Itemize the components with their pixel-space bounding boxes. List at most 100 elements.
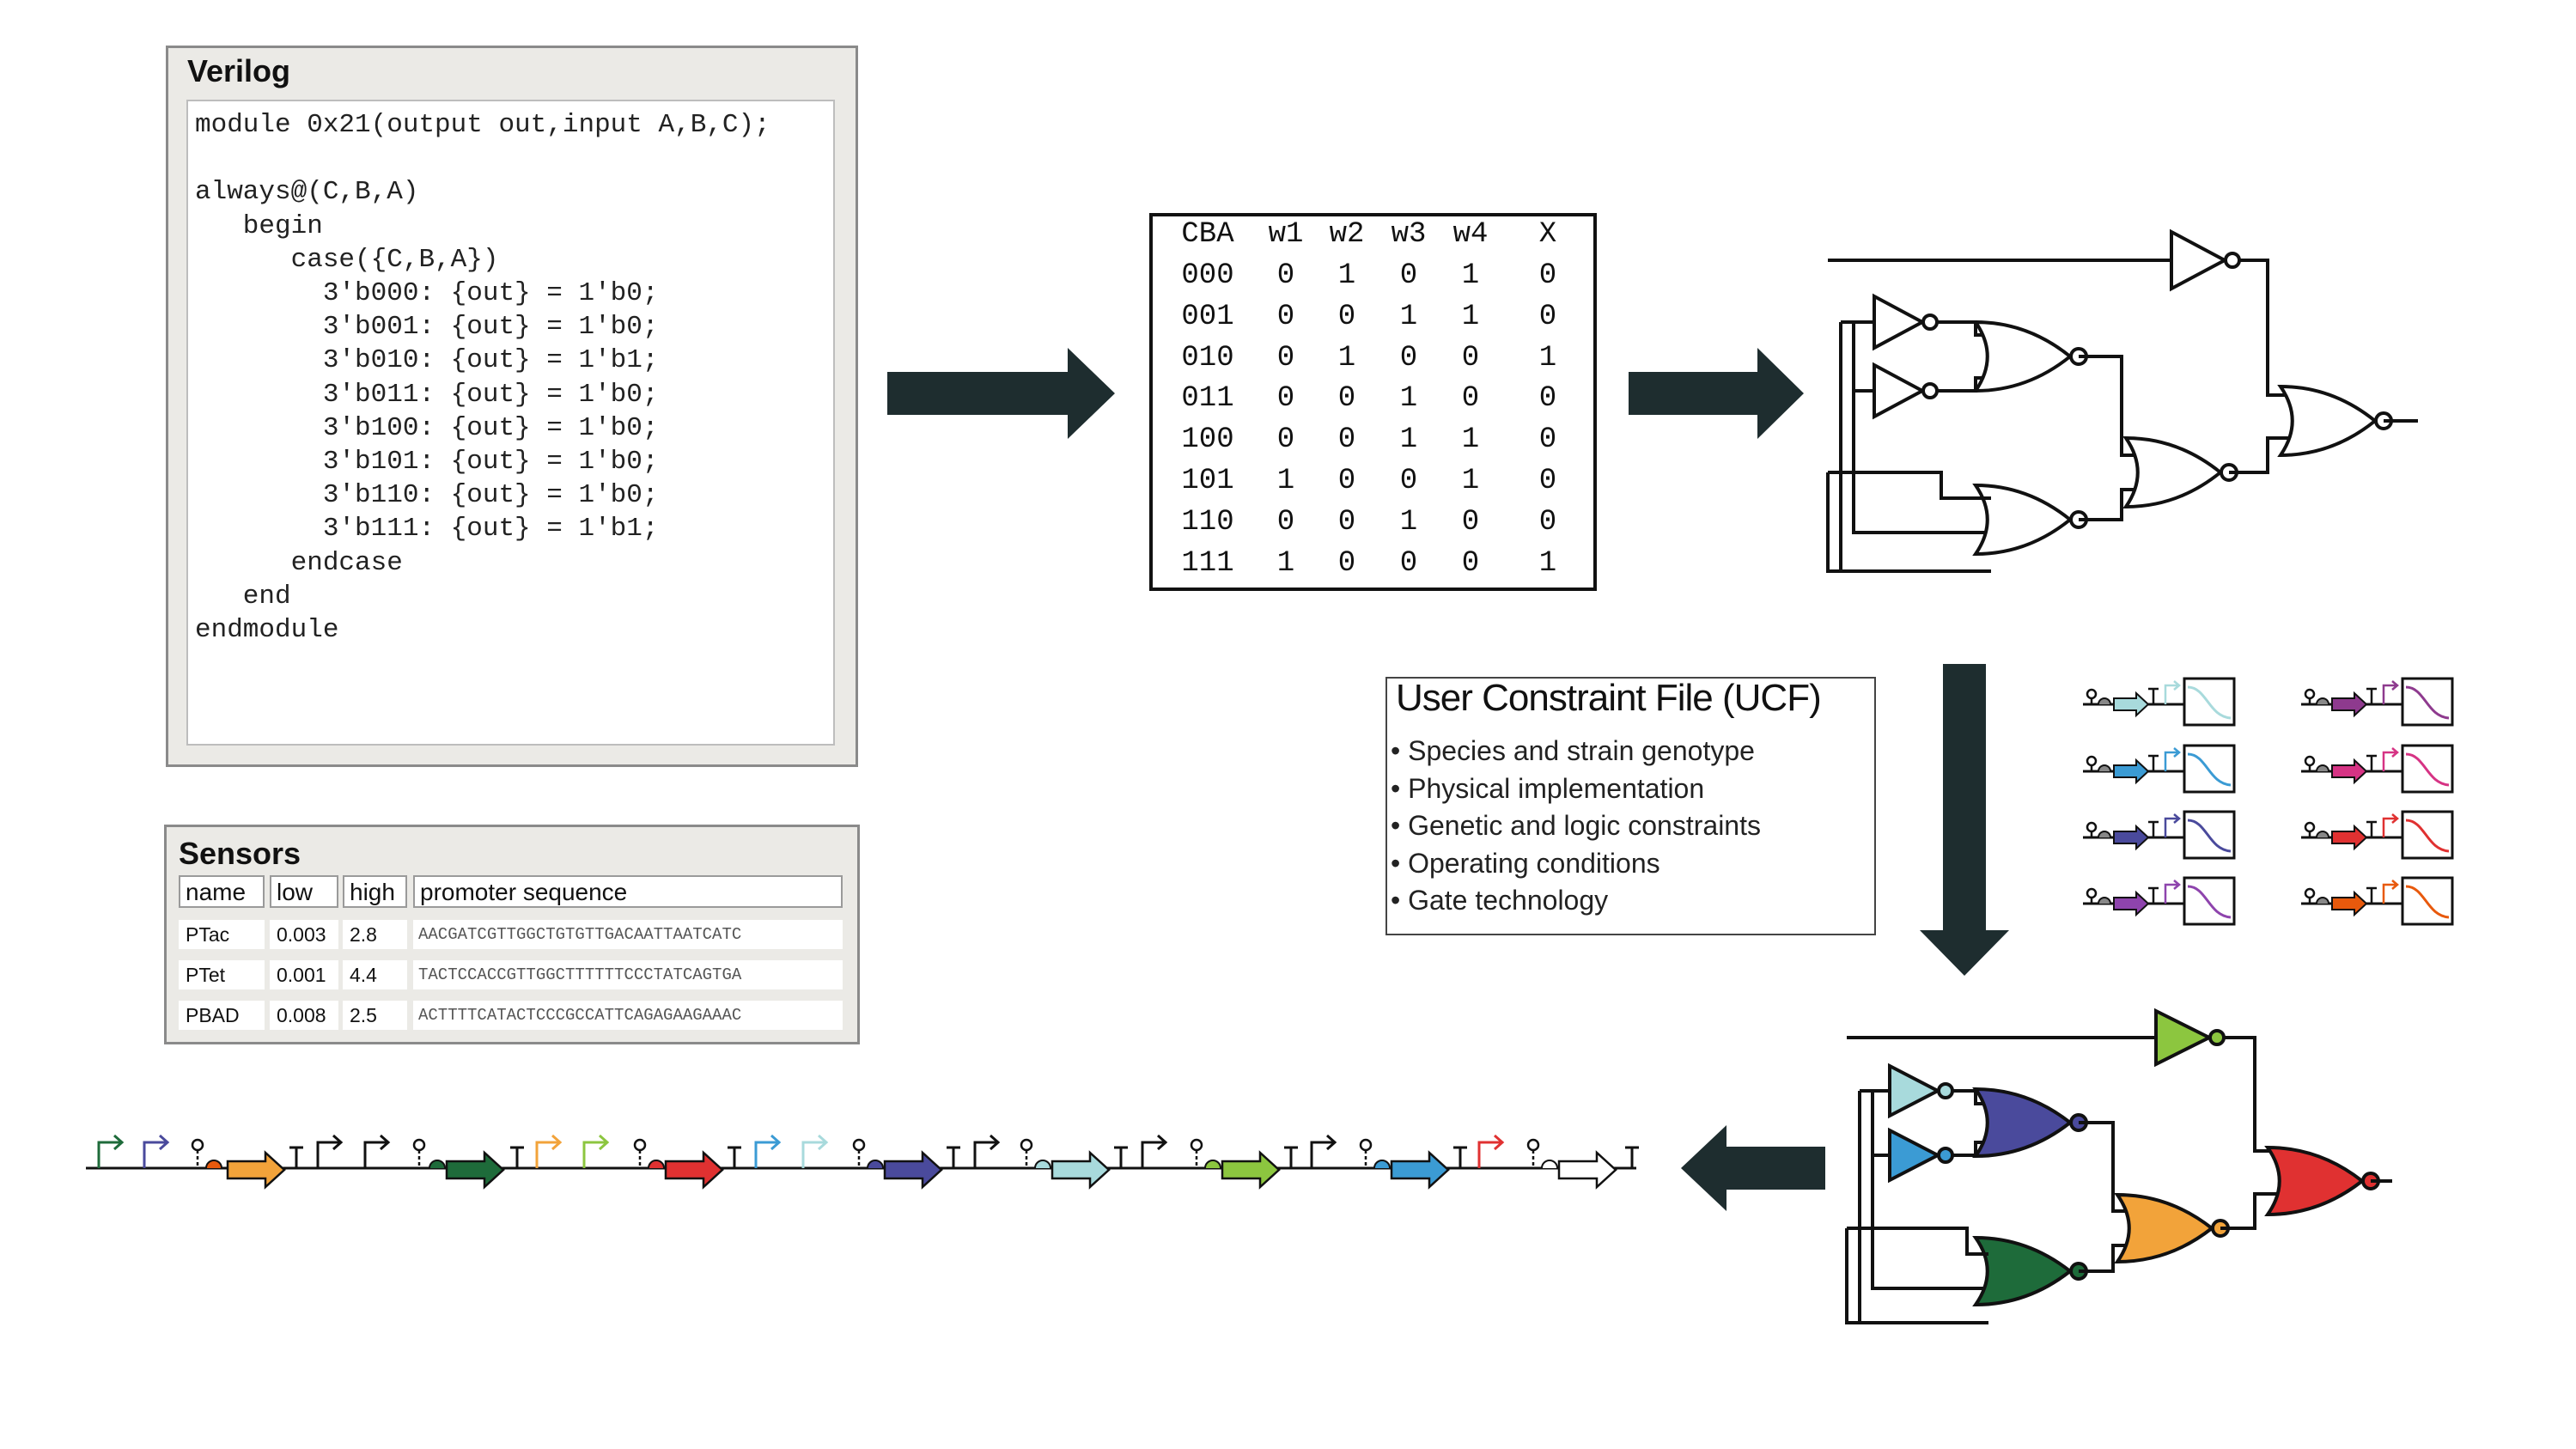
rbs-icon — [205, 1160, 222, 1169]
nor-gate-icon — [1972, 483, 2088, 557]
cds-arrow-icon — [1221, 1150, 1281, 1190]
gate-cartoon — [2301, 876, 2454, 926]
truth-table-cell: w3 — [1391, 218, 1427, 251]
ribozyme-icon — [2304, 688, 2316, 700]
sensor-header-cell: name — [179, 875, 265, 908]
colored-logic-circuit — [1845, 1008, 2392, 1324]
nor-gate-icon — [1972, 1235, 2088, 1307]
truth-table-cell: 0 — [1337, 546, 1356, 580]
ucf-title: User Constraint File (UCF) — [1396, 677, 1822, 719]
truth-table-cell: 1 — [1399, 382, 1418, 416]
terminator-icon — [947, 1146, 960, 1168]
truth-table-cell: 100 — [1181, 423, 1234, 457]
cds-arrow-icon — [2331, 691, 2368, 718]
rbs-icon — [867, 1160, 884, 1169]
ucf-item: • Genetic and logic constraints — [1391, 810, 1761, 841]
sensor-header-cell: high — [343, 875, 407, 908]
code-line: 3'b100: {out} = 1'b0; — [195, 412, 659, 443]
terminator-icon — [2366, 754, 2377, 771]
verilog-code-box[interactable]: module 0x21(output out,input A,B,C);alwa… — [186, 100, 835, 746]
ribozyme-icon — [1526, 1138, 1540, 1152]
cds-arrow-icon — [1390, 1150, 1450, 1190]
logic-circuit — [1826, 228, 2418, 573]
promoter-icon — [582, 1134, 610, 1168]
truth-table-cell: 0 — [1276, 259, 1295, 292]
cds-arrow-icon — [883, 1150, 943, 1190]
nor-gate-icon — [2114, 1192, 2230, 1264]
wire — [2238, 259, 2292, 397]
terminator-icon — [1284, 1146, 1298, 1168]
wire — [2079, 1244, 2128, 1273]
promoter-icon — [143, 1134, 170, 1168]
nor-gate-icon — [1972, 1087, 2088, 1159]
terminator-icon — [2366, 886, 2377, 904]
promoter-icon — [535, 1134, 563, 1168]
terminator-icon — [1453, 1146, 1467, 1168]
truth-table-cell: 010 — [1181, 341, 1234, 374]
ribozyme-icon — [412, 1138, 426, 1152]
sensor-header-cell: promoter sequence — [413, 875, 843, 908]
cds-arrow-icon — [445, 1150, 505, 1190]
truth-table-cell: w4 — [1452, 218, 1489, 251]
truth-table-cell: CBA — [1181, 218, 1234, 251]
ribozyme-icon — [2086, 755, 2098, 767]
sensors-title: Sensors — [179, 836, 301, 871]
verilog-panel: Verilog module 0x21(output out,input A,B… — [166, 46, 858, 767]
rbs-icon — [1541, 1160, 1558, 1169]
truth-table-cell: 0 — [1538, 465, 1557, 497]
truth-table-cell: 011 — [1181, 382, 1234, 416]
flow-arrow-icon — [887, 348, 1115, 439]
rbs-icon — [2316, 897, 2329, 904]
promoter-icon — [2164, 813, 2181, 837]
truth-table-cell: 0 — [1399, 341, 1418, 374]
wire — [2079, 488, 2139, 521]
ucf-box: User Constraint File (UCF) • Species and… — [1385, 677, 1876, 935]
truth-table-cell: 0 — [1276, 505, 1295, 539]
truth-table-cell: w2 — [1329, 218, 1365, 251]
truth-table-cell: 0 — [1337, 505, 1356, 539]
wire — [2079, 355, 2139, 457]
not-gate-icon — [2154, 1008, 2226, 1068]
truth-table-cell: 1 — [1538, 546, 1557, 580]
gate-cartoon — [2083, 810, 2236, 860]
promoter-icon — [2382, 880, 2399, 904]
wire — [2220, 1192, 2276, 1230]
cds-arrow-icon — [1050, 1150, 1111, 1190]
gate-cartoon — [2301, 744, 2454, 794]
sensor-sequence: TACTCCACCGTTGGCTTTTTTCCCTATCAGTGA — [413, 960, 843, 989]
truth-table-cell: 0 — [1538, 382, 1557, 416]
ucf-item: • Physical implementation — [1391, 772, 1705, 804]
cds-arrow-icon — [226, 1150, 286, 1190]
promoter-icon — [2382, 747, 2399, 771]
sensor-cell: 2.8 — [343, 920, 407, 949]
truth-table-cell: 0 — [1399, 546, 1418, 580]
cds-arrow-icon — [664, 1150, 724, 1190]
rbs-icon — [1034, 1160, 1051, 1169]
sensor-header-cell: low — [270, 875, 338, 908]
code-line: 3'b111: {out} = 1'b1; — [195, 514, 659, 545]
code-line: end — [195, 581, 291, 612]
wire — [1828, 471, 1991, 500]
nor-gate-icon — [1972, 320, 2088, 393]
terminator-icon — [289, 1146, 303, 1168]
rbs-icon — [2316, 697, 2329, 705]
flow-arrow-icon — [1920, 664, 2009, 976]
promoter-icon — [1310, 1134, 1337, 1168]
ribozyme-icon — [633, 1138, 647, 1152]
gate-cartoon — [2301, 810, 2454, 860]
rbs-icon — [2098, 897, 2111, 904]
rbs-icon — [648, 1160, 665, 1169]
truth-table-cell: 0 — [1337, 300, 1356, 333]
terminator-icon — [2148, 886, 2159, 904]
truth-table-cell: 000 — [1181, 259, 1234, 292]
gate-cartoon — [2083, 677, 2236, 727]
truth-table-cell: 0 — [1337, 382, 1356, 416]
wire — [1826, 472, 1841, 573]
not-gate-icon — [1873, 362, 1939, 420]
nor-gate-icon — [2277, 384, 2393, 458]
code-line: always@(C,B,A) — [195, 177, 419, 208]
not-gate-icon — [1873, 293, 1939, 351]
rbs-icon — [1204, 1160, 1221, 1169]
